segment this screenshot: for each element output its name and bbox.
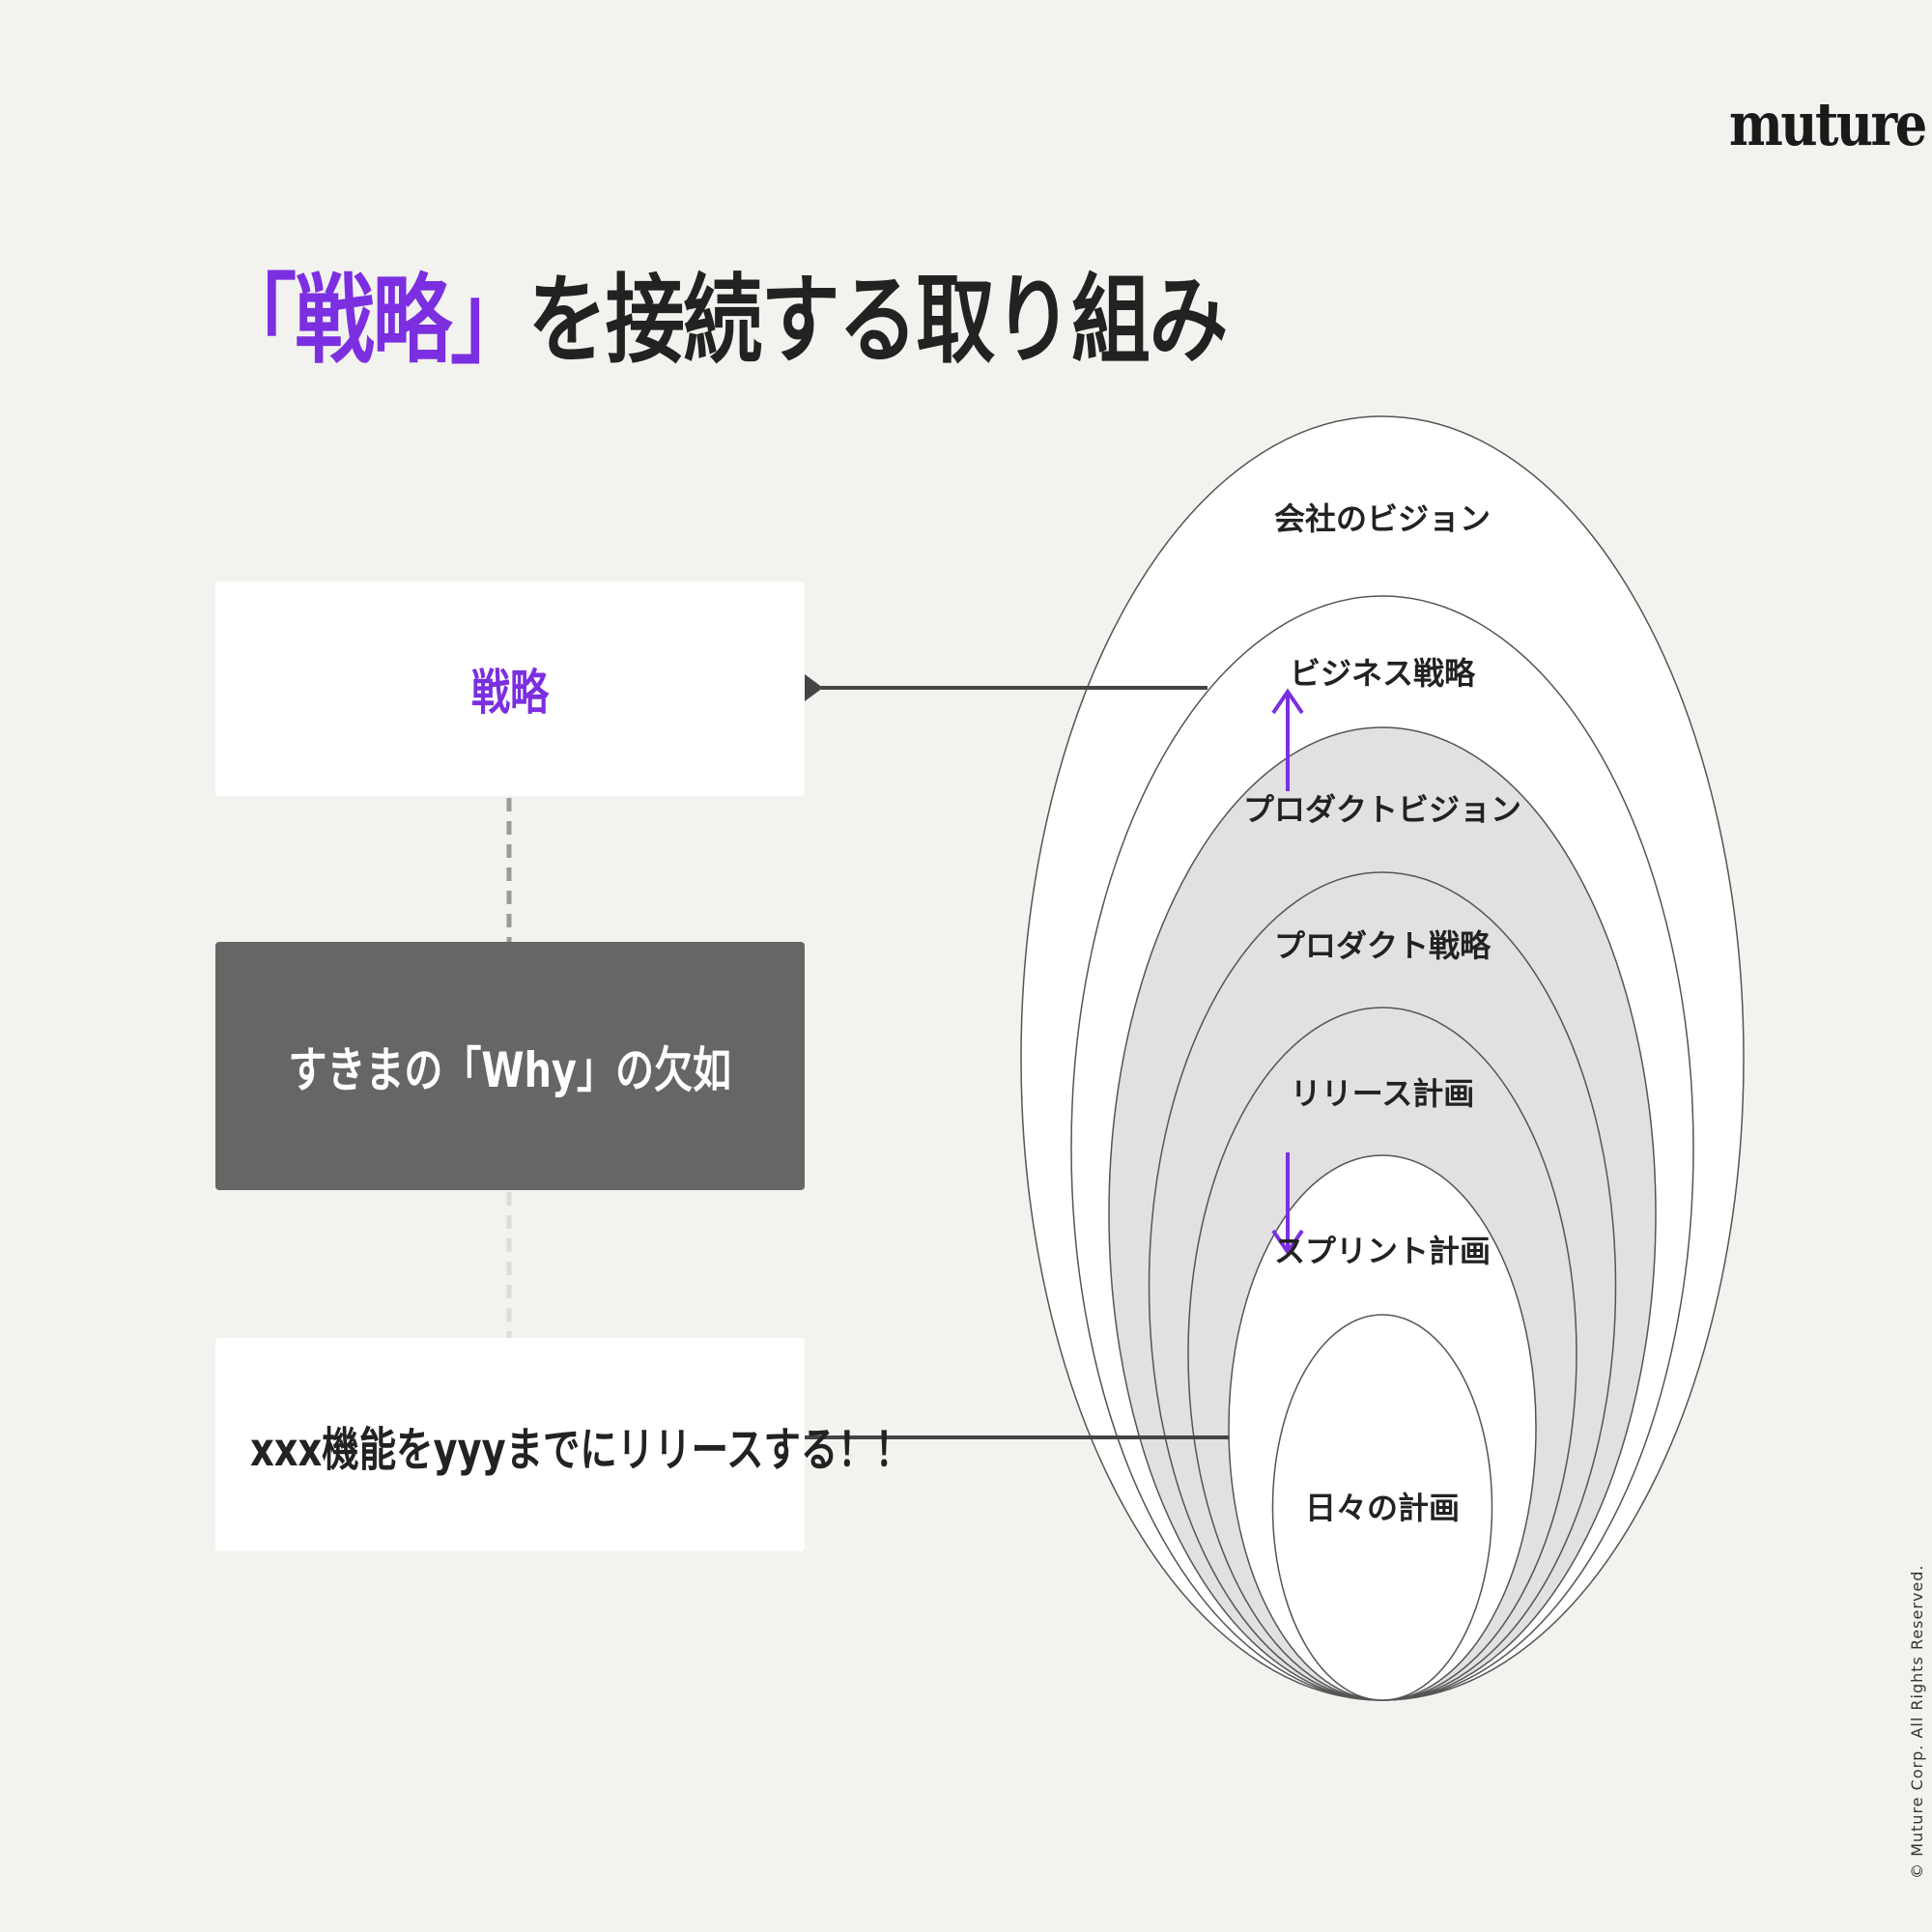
layer-label: ビジネス戦略 [1290, 655, 1476, 692]
gap-box-text: すきまの「Why」の欠如 [288, 1041, 732, 1098]
layer-label: リリース計画 [1291, 1075, 1474, 1112]
strategy-box: 戦略 [215, 582, 805, 796]
layer-label: 日々の計画 [1305, 1490, 1460, 1526]
title-accent: 「戦略」 [217, 264, 529, 377]
layer-label: プロダクトビジョン [1243, 791, 1521, 828]
release-box-text: xxx機能をyyyまでにリリースする！！ [250, 1422, 913, 1477]
gap-box: すきまの「Why」の欠如 [215, 942, 805, 1190]
page-title: 「戦略」を接続する取り組み [217, 242, 1228, 382]
connector-arrowhead-strategy [805, 674, 823, 701]
copyright: © Muture Corp. All Rights Reserved. [1908, 1564, 1926, 1880]
layer-label: 会社のビジョン [1274, 500, 1491, 537]
layer-ellipse [1271, 1314, 1493, 1701]
muture-logo: muture [1729, 89, 1927, 159]
arrow-up-icon [1271, 688, 1304, 791]
arrow-down-icon [1271, 1152, 1304, 1256]
title-rest: を接続する取り組み [527, 264, 1228, 377]
strategy-box-text: 戦略 [471, 665, 549, 721]
layer-label: プロダクト戦略 [1274, 927, 1492, 964]
layer-label: スプリント計画 [1274, 1233, 1491, 1269]
release-box: xxx機能をyyyまでにリリースする！！ [215, 1338, 912, 1551]
